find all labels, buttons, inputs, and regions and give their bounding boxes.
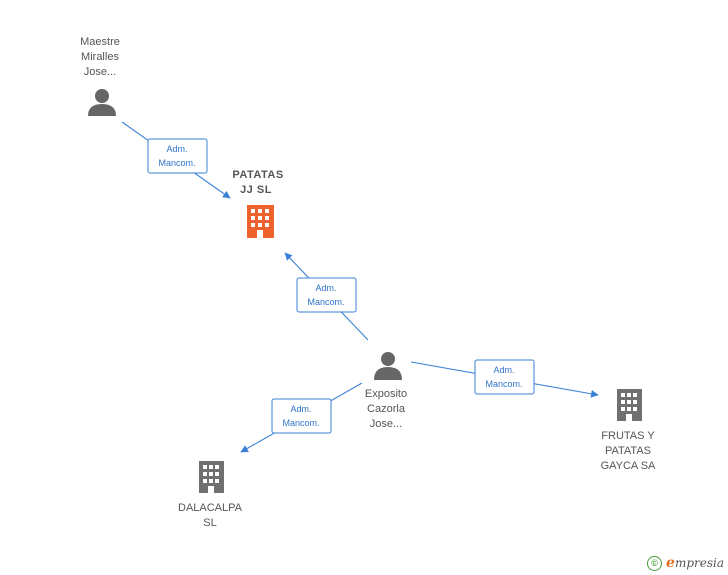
node-patatas[interactable]: PATATAS JJ SL [232,169,283,238]
person-icon [88,89,116,116]
node-label-line: Jose... [370,418,402,430]
building-icon [617,389,642,421]
edge-exposito-dalacalpa[interactable]: Adm. Mancom. [240,382,363,453]
edge-label-line2: Mancom. [158,158,195,168]
edge-exposito-frutas[interactable]: Adm. Mancom. [410,359,599,398]
node-label-line: Jose... [84,66,116,78]
copyright-icon: © [647,555,663,571]
node-exposito[interactable]: Exposito Cazorla Jose... [365,352,407,430]
footer-credit: © empresia [647,555,724,571]
node-maestre[interactable]: Maestre Miralles Jose... [80,36,120,116]
edge-maestre-patatas[interactable]: Adm. Mancom. [121,121,231,199]
node-label-line: JJ SL [240,184,272,196]
node-dalacalpa[interactable]: DALACALPA SL [178,461,243,529]
node-label-line: DALACALPA [178,502,243,514]
node-label-line: PATATAS [605,445,651,457]
node-label-line: Cazorla [367,403,406,415]
building-icon [199,461,224,493]
edge-label-line2: Mancom. [282,418,319,428]
node-label-line: Maestre [80,36,120,48]
person-icon [374,352,402,380]
node-label-line: Exposito [365,388,407,400]
brand-logo[interactable]: empresia [666,555,724,571]
node-label-line: PATATAS [232,169,283,181]
edge-label-line1: Adm. [290,404,311,414]
edge-label-line1: Adm. [315,283,336,293]
edge-label-line1: Adm. [166,144,187,154]
node-label-line: FRUTAS Y [601,430,655,442]
edge-exposito-patatas[interactable]: Adm. Mancom. [284,252,369,341]
building-icon [247,205,274,238]
node-label-line: Miralles [81,51,119,63]
node-label-line: GAYCA SA [601,460,656,472]
edge-label-line2: Mancom. [485,379,522,389]
edge-label-line1: Adm. [493,365,514,375]
node-label-line: SL [203,517,216,529]
edge-label-line2: Mancom. [307,297,344,307]
node-frutas[interactable]: FRUTAS Y PATATAS GAYCA SA [601,389,656,472]
